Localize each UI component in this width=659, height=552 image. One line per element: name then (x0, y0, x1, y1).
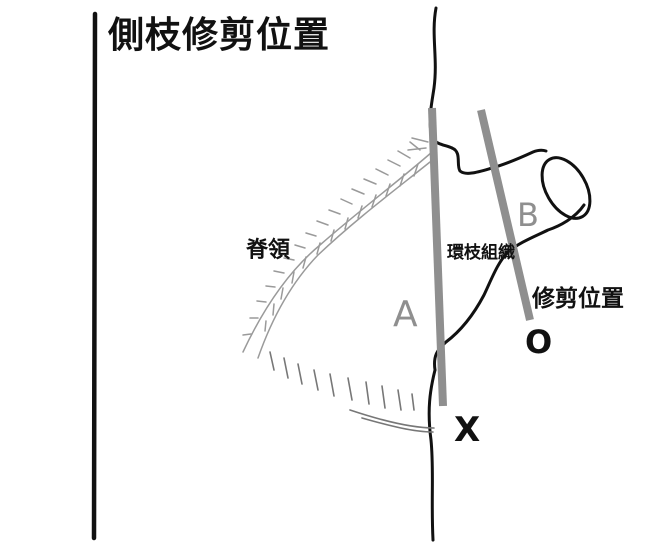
branch-bark-ridge-texture (242, 137, 433, 359)
trunk-left-edge (91, 11, 98, 541)
diagram-title: 側枝修剪位置 (108, 15, 331, 56)
trunk-right-edge-upper (428, 6, 454, 150)
cut-a-label: A (393, 294, 418, 335)
cut-b-label: B (517, 196, 539, 234)
correct-mark-o: O (525, 323, 553, 361)
branch-stub-end (540, 156, 592, 220)
pruning-position-label: 修剪位置 (532, 286, 624, 312)
branch-collar-lower-arc (269, 351, 435, 433)
branch-top-outline (450, 146, 548, 175)
branch-bark-ridge-label: 脊領 (246, 238, 291, 263)
branch-collar-label: 環枝組織 (447, 243, 515, 263)
trunk-right-edge-lower (427, 368, 437, 542)
cut-line-b (477, 109, 534, 321)
incorrect-mark-x: X (454, 410, 481, 450)
cut-line-a (428, 107, 447, 407)
